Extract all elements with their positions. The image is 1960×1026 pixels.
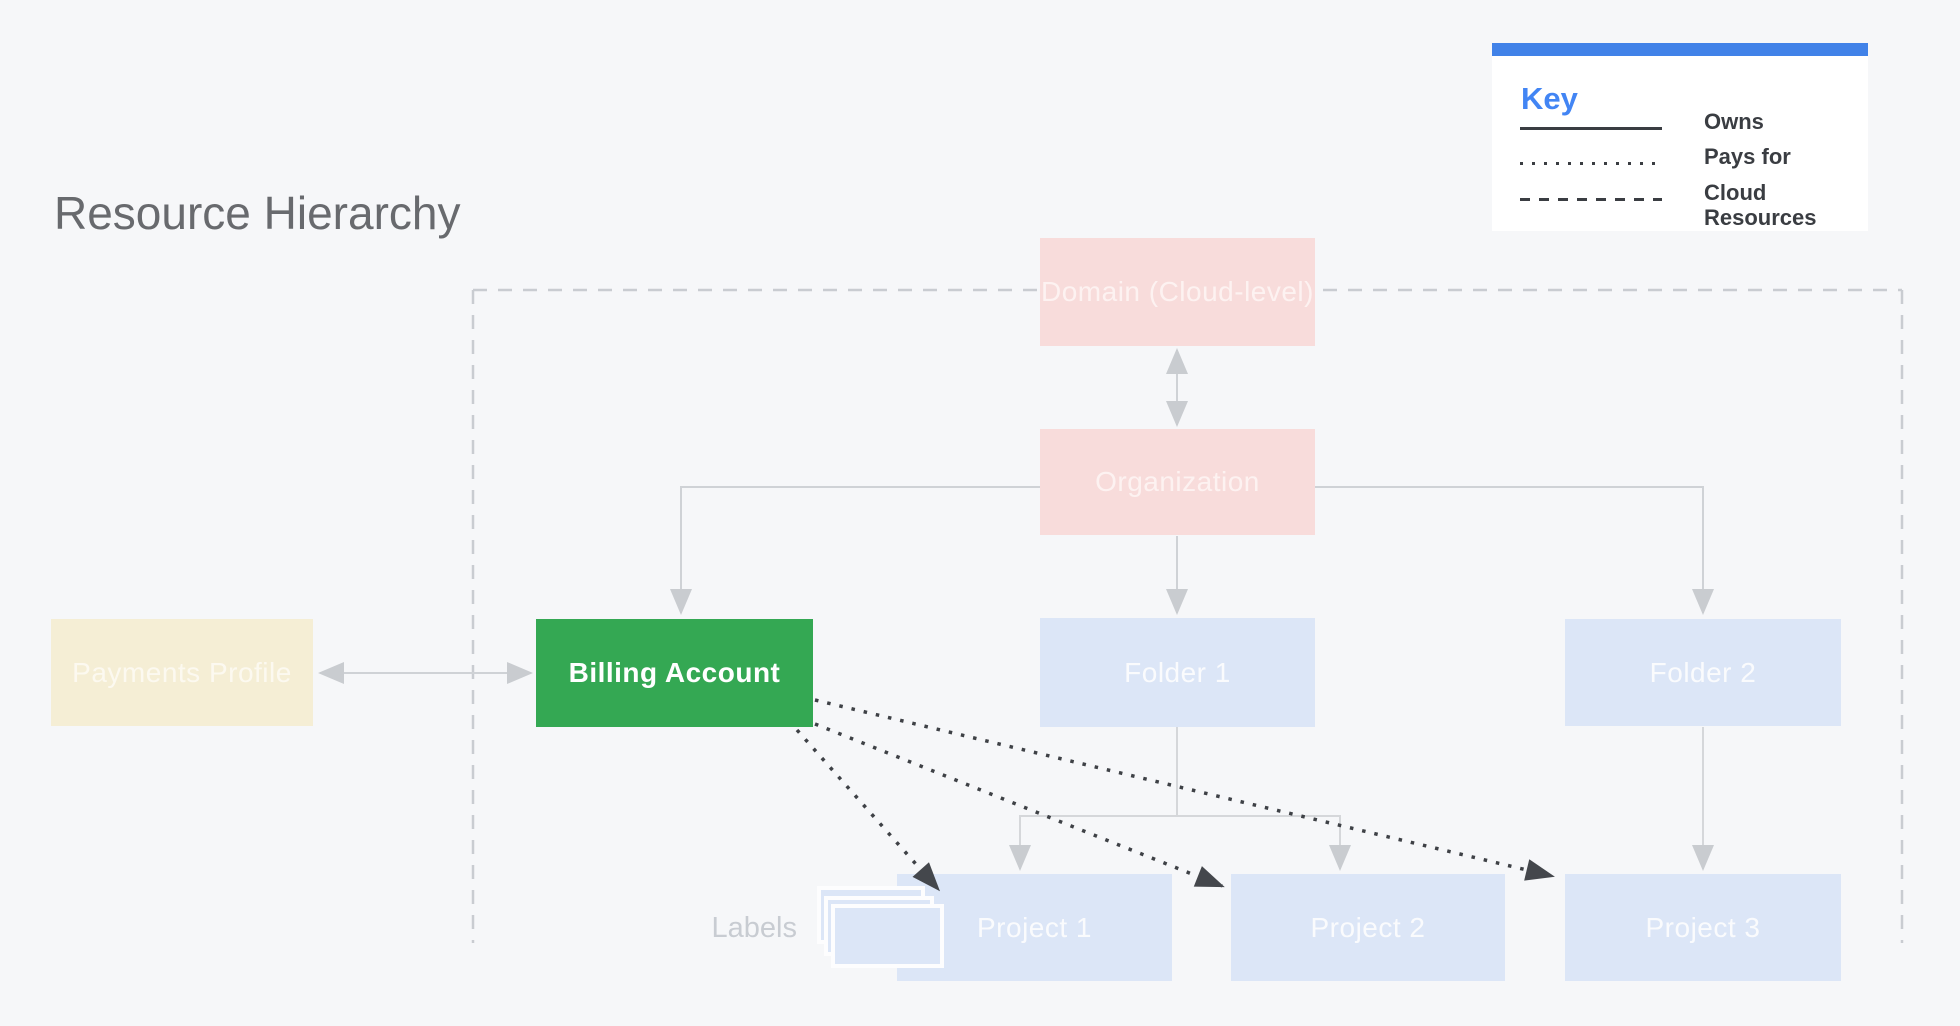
- legend-heading: Key: [1521, 81, 1578, 116]
- project1-node-label: Project 1: [977, 911, 1092, 943]
- organization-node-label: Organization: [1095, 466, 1260, 497]
- legend-label-owns: Owns: [1704, 109, 1764, 134]
- folder1-node: Folder 1: [1040, 618, 1315, 727]
- page-title: Resource Hierarchy: [54, 187, 461, 239]
- edge-organization-folder2: [1315, 486, 1714, 615]
- billing-account-node-label: Billing Account: [568, 657, 781, 688]
- payments-profile-node-label: Payments Profile: [72, 656, 292, 688]
- folder1-node-label: Folder 1: [1124, 656, 1231, 688]
- cloud-resources-boundary-dashed: [471, 288, 1904, 943]
- legend-dotted-line-sample: [1520, 162, 1662, 165]
- edge-billing-pays-project2: [814, 722, 1225, 888]
- billing-account-node: Billing Account: [536, 619, 813, 727]
- legend-solid-line-sample: [1520, 127, 1662, 130]
- legend-dashed-line-sample: [1520, 198, 1662, 201]
- project3-node-label: Project 3: [1645, 911, 1761, 943]
- domain-node-label: Domain (Cloud-level): [1041, 276, 1314, 307]
- project3-node: Project 3: [1565, 874, 1841, 981]
- folder2-node-label: Folder 2: [1649, 656, 1757, 688]
- project2-node: Project 2: [1231, 874, 1505, 981]
- legend-key-box: Key Owns Pays for Cloud Resources: [1492, 43, 1868, 231]
- project2-node-label: Project 2: [1310, 911, 1426, 943]
- organization-node: Organization: [1040, 429, 1315, 535]
- labels-stack-icon: [831, 904, 944, 968]
- legend-accent-bar: [1492, 43, 1868, 56]
- legend-label-cloud-resources: Cloud Resources: [1704, 180, 1817, 230]
- labels-caption: Labels: [711, 912, 797, 944]
- payments-profile-node: Payments Profile: [51, 619, 313, 726]
- edge-billing-pays-project1: [795, 728, 940, 892]
- domain-node: Domain (Cloud-level): [1040, 238, 1315, 346]
- folder2-node: Folder 2: [1565, 619, 1841, 726]
- legend-label-pays-for: Pays for: [1704, 144, 1791, 169]
- edge-organization-billing: [670, 486, 1040, 615]
